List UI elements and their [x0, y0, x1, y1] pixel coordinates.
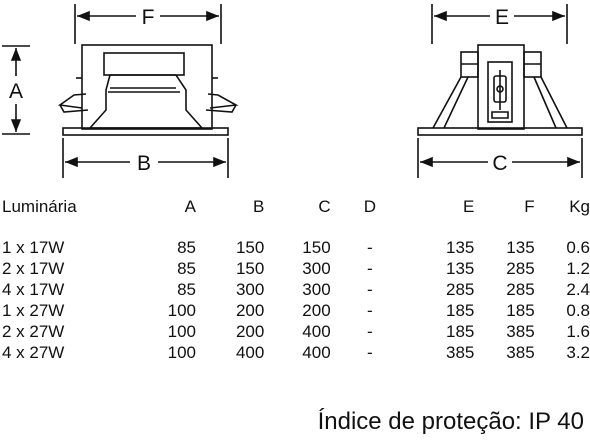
- cell-c: 400: [302, 343, 331, 362]
- cell-e: 285: [446, 280, 475, 299]
- cell-f: 135: [506, 238, 535, 257]
- header-c: C: [318, 197, 331, 216]
- cell-kg: 0.6: [566, 238, 590, 257]
- cell-d: -: [367, 259, 373, 278]
- dimension-f: [74, 4, 222, 44]
- cell-e: 135: [446, 238, 475, 257]
- cell-luminaria: 2 x 17W: [2, 259, 65, 278]
- side-view-body: [57, 44, 239, 136]
- header-luminaria: Luminária: [2, 197, 77, 216]
- dimension-b: [62, 138, 229, 178]
- table-row: 4 x 17W 85 300 300 - 285 285 2.4: [0, 279, 590, 300]
- cell-a: 85: [177, 280, 196, 299]
- front-view-drawing: [417, 4, 583, 178]
- cell-luminaria: 4 x 17W: [2, 280, 65, 299]
- table-row: 1 x 17W 85 150 150 - 135 135 0.6: [0, 237, 590, 258]
- cell-b: 400: [235, 343, 265, 362]
- protection-rating: Índice de proteção: IP 40: [317, 408, 584, 435]
- header-a: A: [184, 197, 196, 216]
- cell-b: 150: [235, 238, 265, 257]
- cell-b: 150: [235, 259, 265, 278]
- spec-table: Luminária A B C D E F Kg 1 x 17W 85 150 …: [0, 196, 590, 363]
- dim-label-a: A: [9, 80, 23, 103]
- cell-f: 185: [506, 301, 535, 320]
- cell-b: 300: [235, 280, 265, 299]
- header-e: E: [463, 197, 475, 216]
- cell-c: 200: [302, 301, 331, 320]
- cell-d: -: [367, 238, 373, 257]
- technical-drawing: F A B: [2, 4, 583, 178]
- cell-luminaria: 1 x 27W: [2, 301, 65, 320]
- dim-label-e: E: [495, 6, 509, 29]
- cell-c: 150: [302, 238, 331, 257]
- table-row: 4 x 27W 100 400 400 - 385 385 3.2: [0, 342, 590, 363]
- cell-d: -: [367, 322, 373, 341]
- cell-d: -: [367, 343, 373, 362]
- cell-b: 200: [235, 322, 265, 341]
- cell-kg: 1.2: [566, 259, 590, 278]
- header-f: F: [524, 197, 535, 216]
- table-row: 2 x 27W 100 200 400 - 185 385 1.6: [0, 321, 590, 342]
- cell-e: 185: [446, 301, 475, 320]
- cell-a: 85: [177, 259, 196, 278]
- cell-f: 285: [506, 259, 535, 278]
- cell-luminaria: 2 x 27W: [2, 322, 65, 341]
- cell-luminaria: 1 x 17W: [2, 238, 65, 257]
- cell-b: 200: [235, 301, 265, 320]
- cell-a: 100: [167, 343, 196, 362]
- dimension-e: [431, 4, 568, 44]
- front-view-body: [417, 44, 583, 136]
- cell-f: 385: [506, 343, 535, 362]
- cell-d: -: [367, 280, 373, 299]
- header-kg: Kg: [569, 197, 590, 216]
- cell-kg: 2.4: [566, 280, 590, 299]
- cell-c: 400: [302, 322, 331, 341]
- side-view-drawing: [2, 4, 239, 178]
- cell-a: 100: [167, 301, 196, 320]
- cell-e: 385: [446, 343, 475, 362]
- cell-d: -: [367, 301, 373, 320]
- dim-label-b: B: [137, 152, 151, 175]
- cell-f: 385: [506, 322, 535, 341]
- table-header-row: Luminária A B C D E F Kg: [0, 196, 590, 237]
- cell-a: 100: [167, 322, 196, 341]
- table-row: 1 x 27W 100 200 200 - 185 185 0.8: [0, 300, 590, 321]
- dimension-a: [2, 45, 30, 135]
- cell-a: 85: [177, 238, 196, 257]
- cell-e: 135: [446, 259, 475, 278]
- cell-f: 285: [506, 280, 535, 299]
- table-row: 2 x 17W 85 150 300 - 135 285 1.2: [0, 258, 590, 279]
- cell-kg: 1.6: [566, 322, 590, 341]
- cell-c: 300: [302, 259, 331, 278]
- cell-kg: 3.2: [566, 343, 590, 362]
- cell-luminaria: 4 x 27W: [2, 343, 65, 362]
- dimension-c: [417, 138, 583, 178]
- cell-kg: 0.8: [566, 301, 590, 320]
- dim-label-f: F: [142, 6, 155, 29]
- cell-c: 300: [302, 280, 331, 299]
- header-d: D: [363, 197, 376, 216]
- dim-label-c: C: [492, 152, 507, 175]
- cell-e: 185: [446, 322, 475, 341]
- header-b: B: [252, 197, 265, 216]
